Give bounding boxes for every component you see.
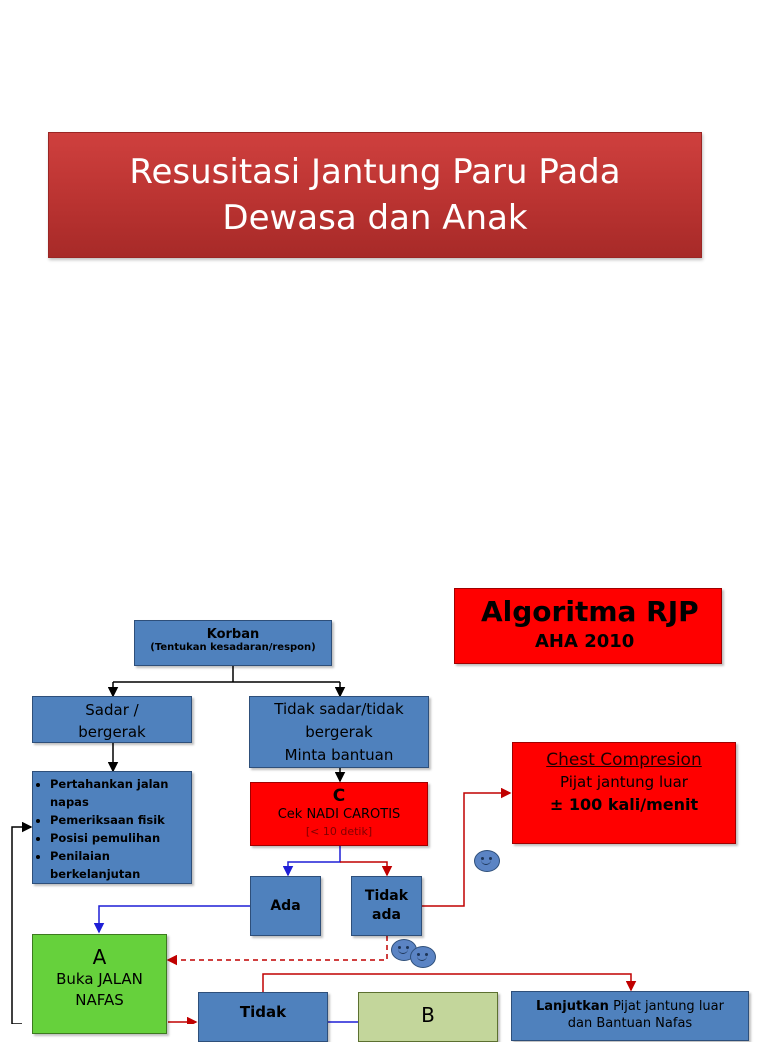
smiley-icon [474, 850, 500, 872]
smiley-icon [410, 946, 436, 968]
ada-box: Ada [250, 876, 321, 936]
algorithm-subtitle: AHA 2010 [535, 631, 635, 652]
tidak-sadar-box: Tidak sadar/tidak bergerak Minta bantuan [249, 696, 429, 768]
chest-line-2: ± 100 kali/menit [549, 795, 699, 814]
cek-carotis-box: C Cek NADI CAROTIS [< 10 detik] [250, 782, 428, 846]
algorithm-title-box: Algoritma RJP AHA 2010 [454, 588, 722, 664]
sadar-line-1: Sadar / [85, 701, 139, 719]
sadar-box: Sadar / bergerak [32, 696, 192, 743]
korban-subtitle: (Tentukan kesadaran/respon) [150, 642, 316, 653]
tidak-bottom-box: Tidak [198, 992, 328, 1042]
chest-compression-box: Chest Compresion Pijat jantung luar ± 10… [512, 742, 736, 844]
cek-line-2: [< 10 detik] [305, 825, 373, 838]
b-box: B [358, 992, 498, 1042]
tidak-ada-line-1: Tidak [364, 888, 409, 904]
tidak-ada-box: Tidak ada [351, 876, 422, 936]
a-line-1: Buka JALAN [56, 970, 143, 988]
action-item: Penilaian berkelanjutan [50, 847, 187, 883]
lanjutkan-box: Lanjutkan Pijat jantung luar dan Bantuan… [511, 991, 749, 1041]
cek-letter: C [332, 786, 346, 806]
a-line-2: NAFAS [75, 991, 124, 1009]
sadar-actions-list: Pertahankan jalan napas Pemeriksaan fisi… [37, 775, 187, 883]
algorithm-title: Algoritma RJP [481, 595, 699, 628]
cek-line-1: Cek NADI CAROTIS [277, 807, 401, 822]
action-item: Pertahankan jalan napas [50, 775, 187, 811]
tidak-sadar-line-3: Minta bantuan [284, 746, 394, 764]
b-letter: B [421, 1003, 435, 1027]
lanjutkan-line-1: Lanjutkan Pijat jantung luar [512, 998, 748, 1015]
sadar-line-2: bergerak [78, 723, 146, 741]
korban-box: Korban (Tentukan kesadaran/respon) [134, 620, 332, 666]
tidak-sadar-line-2: bergerak [305, 723, 373, 741]
action-item: Posisi pemulihan [50, 829, 187, 847]
chest-title: Chest Compresion [546, 750, 702, 770]
tidak-sadar-line-1: Tidak sadar/tidak [274, 700, 404, 718]
carotis-split-arrows [93, 787, 637, 1024]
korban-title: Korban [206, 627, 260, 642]
lanjutkan-bold: Lanjutkan [536, 999, 609, 1014]
ada-label: Ada [270, 898, 301, 914]
korban-split-arrows [11, 666, 346, 1024]
lanjutkan-rest: Pijat jantung luar [613, 999, 724, 1014]
a-box: A Buka JALAN NAFAS [32, 934, 167, 1034]
tidak-ada-line-2: ada [372, 907, 401, 923]
slide-title-line-1: Resusitasi Jantung Paru Pada [129, 152, 621, 192]
slide-title: Resusitasi Jantung Paru Pada Dewasa dan … [48, 132, 702, 258]
tidak-bottom-label: Tidak [239, 1003, 287, 1021]
a-letter: A [92, 945, 107, 969]
sadar-actions-box: Pertahankan jalan napas Pemeriksaan fisi… [32, 771, 192, 884]
slide-title-line-2: Dewasa dan Anak [222, 198, 528, 238]
chest-line-1: Pijat jantung luar [560, 773, 688, 791]
action-item: Pemeriksaan fisik [50, 811, 187, 829]
